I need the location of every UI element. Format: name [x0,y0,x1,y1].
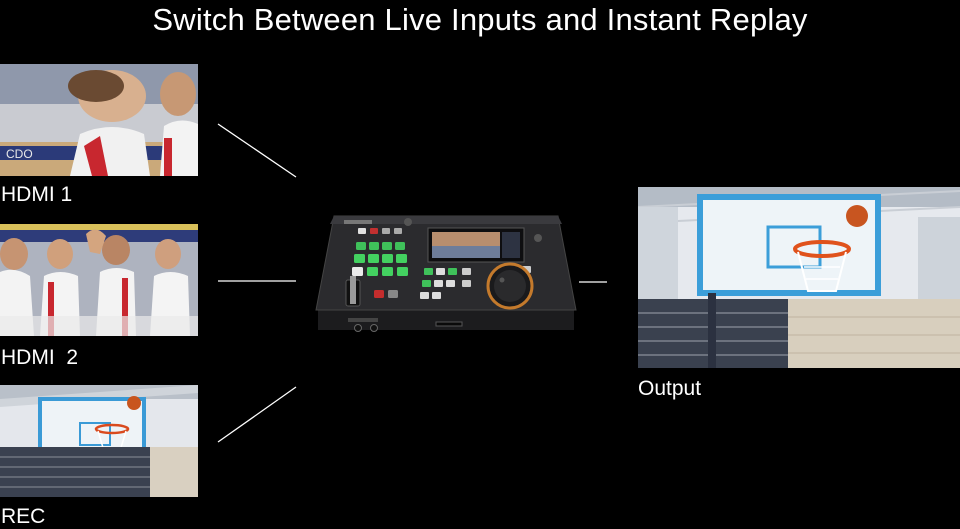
hdmi2-video-thumbnail [0,224,198,336]
hdmi1-video-thumbnail: CDO [0,64,198,176]
replay-switcher-device [312,198,580,347]
hdmi2-label: HDMI 2 [1,346,79,369]
crosspoint-buttons [352,228,408,276]
output-label: Output [638,377,702,400]
output-video-thumbnail [638,187,960,368]
connector-rec [217,386,297,443]
hdmi1-label: HDMI 1 [1,183,73,206]
connector-hdmi1 [217,123,297,178]
rec-video-thumbnail [0,385,198,497]
svg-text:CDO: CDO [6,147,33,161]
rec-label: REC [1,505,46,528]
page-title: Switch Between Live Inputs and Instant R… [152,2,808,37]
